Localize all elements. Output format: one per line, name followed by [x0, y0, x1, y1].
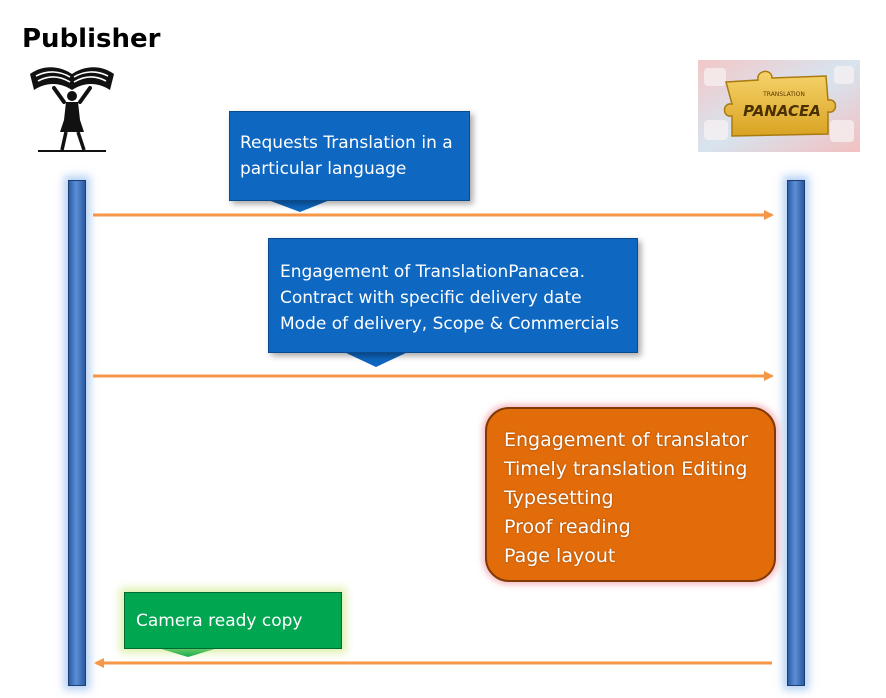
provider-process-box: Engagement of translator Timely translat…: [485, 407, 776, 582]
process-step: Proof reading: [504, 516, 631, 538]
process-step: Timely translation Editing: [504, 458, 748, 480]
logo-text-top: TRANSLATION: [762, 91, 805, 98]
message-engagement: Engagement of TranslationPanacea. Contra…: [268, 238, 638, 353]
message-line: Engagement of TranslationPanacea.: [280, 262, 585, 282]
puzzle-logo-icon: TRANSLATION PANACEA: [698, 60, 860, 152]
publisher-lifeline: [68, 180, 86, 686]
message-line: Requests Translation in a: [240, 133, 453, 153]
message-line: Contract with specific delivery date: [280, 288, 582, 308]
logo-text-main: PANACEA: [743, 102, 821, 120]
callout-tail-1: [268, 200, 330, 212]
message-line: Camera ready copy: [136, 611, 303, 631]
provider-lifeline: [787, 180, 805, 686]
callout-tail-2: [344, 352, 408, 367]
message-request-translation: Requests Translation in a particular lan…: [229, 111, 470, 201]
publisher-label: Publisher: [22, 24, 161, 54]
process-step: Engagement of translator: [504, 429, 749, 451]
message-camera-ready: Camera ready copy: [124, 592, 342, 649]
message-line: Mode of delivery, Scope & Commercials: [280, 314, 619, 334]
callout-tail-4: [158, 648, 218, 657]
process-step: Typesetting: [504, 487, 614, 509]
reader-holding-book-icon: [30, 67, 114, 152]
message-line: particular language: [240, 159, 407, 179]
process-step: Page layout: [504, 545, 616, 567]
